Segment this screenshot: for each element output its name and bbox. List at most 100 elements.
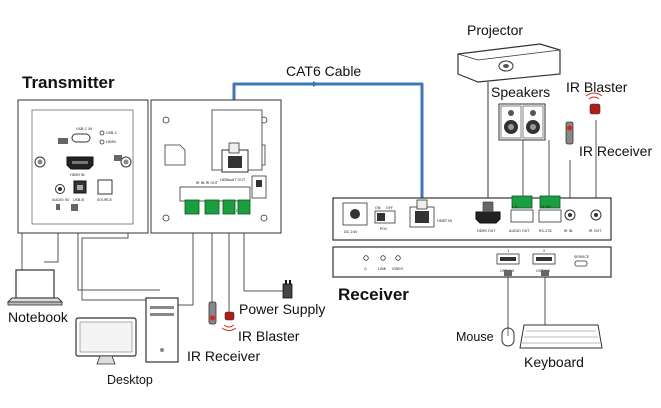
ir-terminal-green <box>204 199 220 215</box>
rx-hdmi-plug <box>482 201 494 213</box>
ir-receiver-icon <box>208 301 217 325</box>
mount-tab <box>164 144 186 166</box>
receiver-front-panel: ⏻ LINK VIDEO 1 USB 2.0 2 USB 2.0 SERVICE <box>332 246 612 278</box>
screw-icon-inner <box>123 159 129 165</box>
hdmi-led-icon <box>99 139 105 145</box>
notebook-label: Notebook <box>8 309 68 325</box>
rx-label-power-symbol: ⏻ <box>364 267 367 271</box>
usb-to-desktop <box>60 300 78 308</box>
rx-label-service: SERVICE <box>574 255 590 259</box>
receiver-rear-panel: DC 24V ON OFF POC HDBT IN HDMI OUT L R A… <box>332 195 612 241</box>
mouse-label: Mouse <box>456 330 494 344</box>
ir-blaster-label-transmitter-side: IR Blaster <box>238 328 300 344</box>
tx-label-usb-b: USB-B <box>73 198 85 202</box>
screw-icon-inner <box>37 159 43 165</box>
rx-label-hdmi-out: HDMI OUT <box>477 229 496 233</box>
rx-ir-in-jack-inner <box>568 213 572 217</box>
poc-switch-lever <box>377 213 385 221</box>
tower-bay <box>150 306 174 309</box>
keyboard-icon <box>519 324 603 349</box>
power-plug-icon <box>282 283 293 299</box>
dc-terminal-green <box>237 199 251 215</box>
ir-blaster-icon <box>224 311 235 321</box>
tx-ir-receiver-device <box>208 301 217 325</box>
projector-device <box>457 43 561 83</box>
rx-label-audio-lr: L R <box>512 205 518 209</box>
tx-ir-in-wire <box>178 216 194 306</box>
ir-receiver-icon <box>565 121 574 145</box>
service-port <box>574 260 588 267</box>
keyboard-device <box>519 324 603 349</box>
rx-label-usb-2: 2 <box>543 249 545 253</box>
rx-ir-out-jack-inner <box>594 213 598 217</box>
rx-audio-out-port <box>510 209 534 223</box>
usb-c-led-icon <box>99 130 105 136</box>
rx-hdbt-in-port-inner <box>415 211 429 223</box>
usbc-plug <box>58 138 68 144</box>
rx-label-ir-out: IR OUT <box>589 229 602 233</box>
notebook-device <box>6 269 64 306</box>
hdmi-plug <box>114 155 122 161</box>
rx-label-dc: DC 24V <box>344 230 358 234</box>
ir-blaster-icon <box>589 103 601 115</box>
video-led-icon <box>395 255 401 261</box>
ir-blaster-label-receiver-side: IR Blaster <box>566 79 628 95</box>
mouse-usb-plug <box>504 270 512 276</box>
screw-icon <box>162 116 170 124</box>
link-led-icon <box>380 255 386 261</box>
woofer-cone <box>508 124 514 130</box>
power-led-icon <box>363 255 369 261</box>
rx-label-usb-1: 1 <box>507 249 509 253</box>
projector-lens-inner <box>503 64 509 68</box>
rx-label-on: ON <box>375 206 381 210</box>
desktop-device <box>75 297 179 365</box>
tweeter-icon <box>508 110 514 116</box>
rs232-terminal-green <box>184 199 200 215</box>
receiver-title: Receiver <box>338 285 409 304</box>
rx-label-link: LINK <box>378 267 387 271</box>
rx-ir-blaster-device <box>585 92 603 115</box>
rx-label-video: VIDEO <box>392 267 404 271</box>
tweeter-icon <box>530 110 536 116</box>
usb-port-2-inner <box>536 257 552 261</box>
rx-rj45-plug <box>416 199 428 210</box>
terminal-block <box>179 186 251 202</box>
notebook-screen <box>15 269 55 299</box>
desktop-label: Desktop <box>107 373 153 387</box>
rx-rs232-port <box>538 209 562 223</box>
usb-b-port-inner <box>77 185 83 190</box>
rx-dc-port-inner <box>350 209 360 219</box>
ir-receiver-eye <box>567 125 572 131</box>
keyboard-usb-plug <box>541 270 549 276</box>
power-prong <box>285 280 287 284</box>
audio-in-jack-inner <box>58 187 62 191</box>
woofer-cone <box>530 124 536 130</box>
rx-ir-receiver-device <box>565 121 574 145</box>
power-supply-device <box>282 280 293 299</box>
rx-label-audio-out: AUDIO OUT <box>509 229 530 233</box>
rx-label-off: OFF <box>386 206 393 210</box>
rx-label-hdbt-in: HDBT IN <box>437 219 452 223</box>
rx-mouse-wire <box>507 275 512 331</box>
power-supply-label: Power Supply <box>239 301 326 317</box>
transmitter-title: Transmitter <box>22 73 115 92</box>
rx-hdmi-out-port <box>475 211 501 224</box>
dip-switch-lever <box>256 180 262 187</box>
tx-label-hdmi-in: HDMI IN <box>70 173 85 177</box>
tx-label-usbc-in: USB-C IN <box>76 127 92 131</box>
rx-label-rs232-pins: TX RX <box>539 205 551 209</box>
ir-wave-icon <box>223 324 235 328</box>
tx-label-ir: IR IN IR OUT <box>196 181 219 185</box>
power-led-icon <box>160 348 164 352</box>
speakers-label: Speakers <box>491 84 551 100</box>
power-prong <box>289 280 291 284</box>
source-button <box>97 179 113 195</box>
ir-receiver-label-receiver-side: IR Receiver <box>579 143 653 159</box>
tx-label-source: SOURCE <box>97 198 113 202</box>
hdmi-in-port-inner <box>72 161 88 164</box>
cat6-cable-label: CAT6 Cable <box>286 63 362 79</box>
ir-receiver-label-transmitter-side: IR Receiver <box>187 348 261 364</box>
rx-label-ir-in: IR IN <box>564 229 573 233</box>
